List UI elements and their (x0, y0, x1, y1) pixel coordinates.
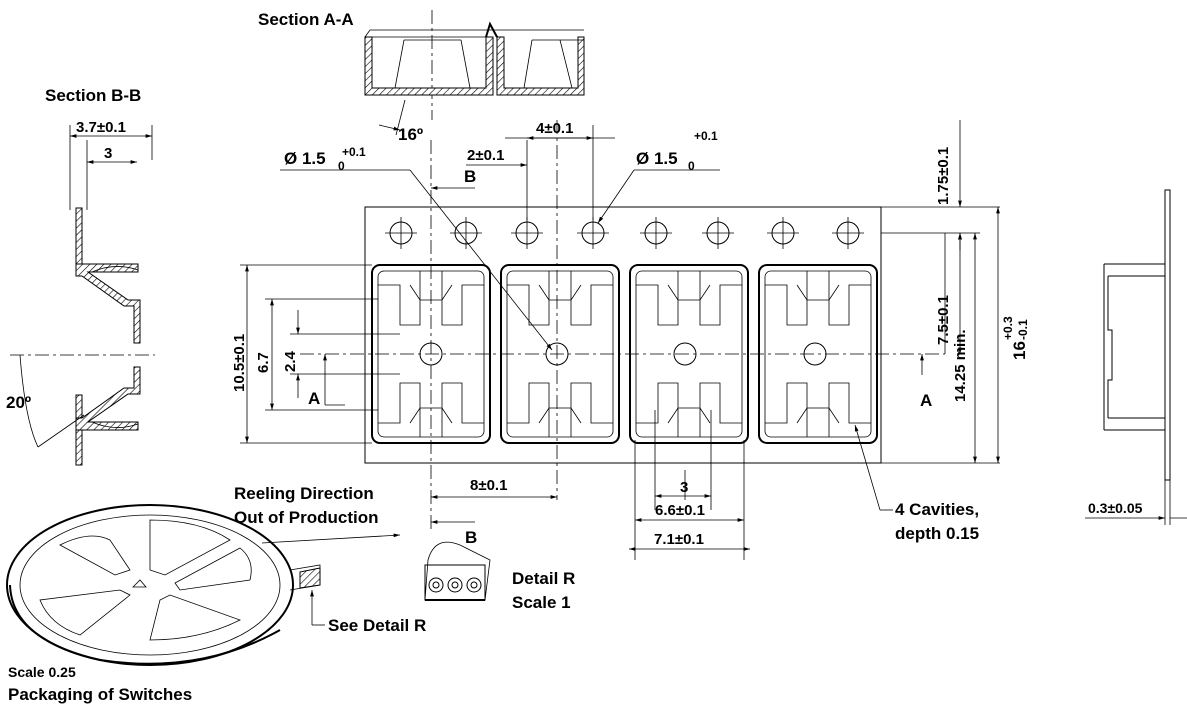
section-bb-angle-label: 20º (6, 393, 31, 412)
dim-2-4: 2.4 (282, 350, 299, 372)
dim-16-base: 16 (1010, 341, 1029, 360)
tape-side-view: 0.3±0.05 (1085, 189, 1187, 525)
dim-1-75: 1.75±0.1 (935, 147, 952, 205)
dim-16-sup: +0.3 (1001, 316, 1015, 340)
detail-r-title: Detail R (512, 569, 575, 588)
section-a-marker-left: A (308, 389, 320, 408)
section-bb-dim-outer: 3.7±0.1 (76, 119, 126, 136)
dim-2: 2±0.1 (467, 147, 504, 164)
section-bb-dim-inner: 3 (104, 145, 112, 162)
dim-3: 3 (680, 479, 688, 496)
dim-7-1: 7.1±0.1 (654, 531, 704, 548)
dim-6-7: 6.7 (255, 352, 272, 373)
dim-thickness: 0.3±0.05 (1088, 500, 1143, 516)
cavities-note-line1: 4 Cavities, (895, 500, 979, 519)
dim-10-5: 10.5±0.1 (231, 334, 248, 392)
detail-r-scale: Scale 1 (512, 593, 571, 612)
hole-right-sup: +0.1 (694, 129, 718, 143)
section-a-marker-right: A (920, 391, 932, 410)
section-bb-pocket-bottom (75, 366, 141, 431)
reeling-direction-line2: Out of Production (234, 508, 378, 527)
hole-dim-right: Ø 1.5 +0.1 0 (597, 129, 720, 224)
detail-r-view: Detail R Scale 1 (424, 541, 575, 612)
section-aa-title: Section A-A (258, 10, 354, 29)
section-aa-pocket-left (364, 36, 494, 96)
hole-left-sub: 0 (338, 159, 345, 173)
section-aa-view: Section A-A 16º (258, 10, 585, 144)
hole-right-prefix: Ø 1.5 (636, 149, 678, 168)
section-b-marker-bottom: B (465, 528, 477, 547)
section-bb-pocket-top (75, 263, 141, 344)
see-detail-label: See Detail R (328, 616, 426, 635)
hole-left-prefix: Ø 1.5 (284, 149, 326, 168)
section-bb-tape-top (75, 207, 83, 265)
dim-14-25: 14.25 min. (952, 329, 969, 402)
scale-label: Scale 0.25 (8, 664, 76, 680)
dim-4: 4±0.1 (536, 120, 573, 137)
hole-left-sup: +0.1 (342, 145, 366, 159)
section-bb-title: Section B-B (45, 86, 141, 105)
section-b-marker-top: B (464, 167, 476, 186)
hole-dim-left: Ø 1.5 +0.1 0 (280, 145, 553, 351)
hole-right-sub: 0 (688, 159, 695, 173)
section-aa-pocket-right (496, 36, 585, 96)
tape-top-view: Ø 1.5 +0.1 0 B B 2±0.1 4±0.1 Ø 1.5 +0.1 … (231, 120, 1030, 560)
section-bb-view: Section B-B 3.7±0.1 3 20º (6, 86, 155, 466)
reeling-direction-line1: Reeling Direction (234, 484, 374, 503)
sprocket-holes (385, 217, 864, 249)
dim-6-6: 6.6±0.1 (655, 502, 705, 519)
dim-16-sub: -0.1 (1016, 319, 1030, 340)
reel-illustration: Reeling Direction Out of Production See … (6, 484, 426, 704)
section-aa-angle-label: 16º (398, 125, 423, 144)
cavities-note-line2: depth 0.15 (895, 524, 979, 543)
figure-caption: Packaging of Switches (8, 685, 192, 704)
dim-7-5: 7.5±0.1 (935, 295, 952, 345)
dim-8: 8±0.1 (470, 477, 507, 494)
